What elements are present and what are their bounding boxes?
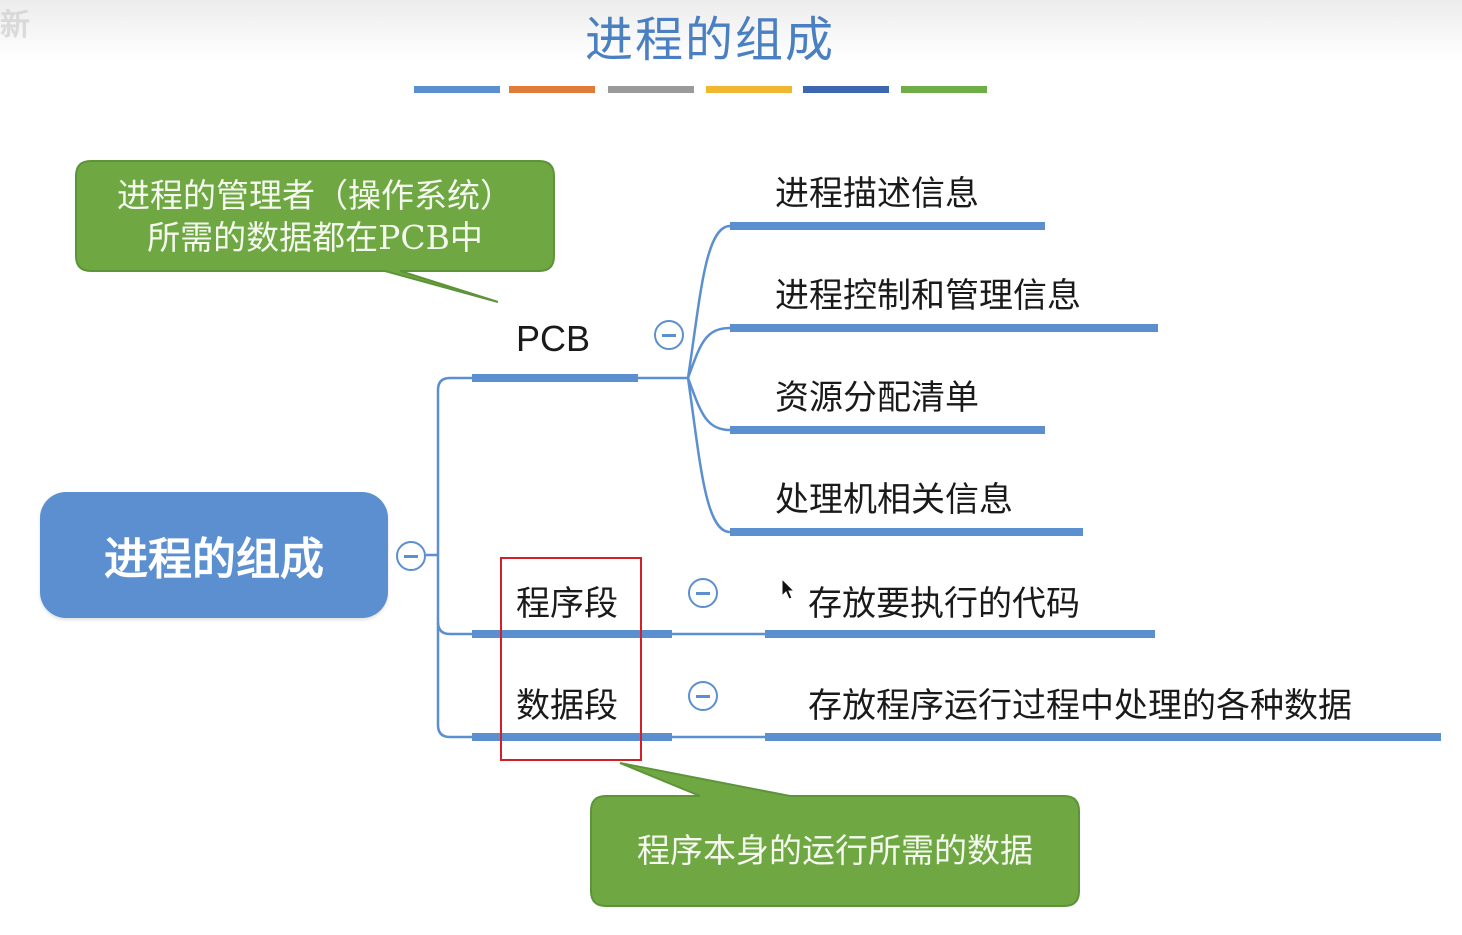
branch-lines xyxy=(426,224,766,739)
leaf-node[interactable]: 处理机相关信息 xyxy=(775,480,1013,520)
branch-node-data-segment[interactable]: 数据段 xyxy=(516,686,618,726)
pcb-collapse-icon[interactable] xyxy=(654,320,684,350)
mouse-pointer-icon xyxy=(781,578,796,600)
slide-title: 进程的组成 xyxy=(584,12,835,68)
pcb-child-link xyxy=(686,326,731,379)
leaf-node[interactable]: 资源分配清单 xyxy=(775,378,979,418)
pcb-callout-line1: 进程的管理者（操作系统） xyxy=(117,176,513,215)
pcb-callout-line2: 所需的数据都在PCB中 xyxy=(147,218,483,257)
leaf-node[interactable]: 进程描述信息 xyxy=(775,174,979,214)
logo-watermark: 新 xyxy=(0,8,30,43)
root-collapse-icon[interactable] xyxy=(396,541,426,571)
leaf-underline xyxy=(730,426,1045,434)
branch-node-code-segment[interactable]: 程序段 xyxy=(516,584,618,624)
pcb-child-link xyxy=(686,377,731,534)
node-underlines xyxy=(472,222,1441,741)
leaf-node[interactable]: 进程控制和管理信息 xyxy=(775,276,1081,316)
title-stripe xyxy=(706,86,792,93)
title-stripe xyxy=(414,86,500,93)
leaf-underline xyxy=(730,528,1083,536)
root-node[interactable]: 进程的组成 xyxy=(40,492,388,618)
title-stripe xyxy=(803,86,889,93)
code-segment-underline xyxy=(472,630,672,638)
data-callout-shape xyxy=(590,762,1080,907)
trunk-upper xyxy=(436,376,472,636)
code-segment-collapse-icon[interactable] xyxy=(688,578,718,608)
data-callout-text: 程序本身的运行所需的数据 xyxy=(637,831,1033,870)
trunk-lower xyxy=(436,622,472,739)
leaf-node[interactable]: 存放程序运行过程中处理的各种数据 xyxy=(808,686,1352,726)
pcb-callout-shape xyxy=(75,160,555,303)
data-segment-collapse-icon[interactable] xyxy=(688,681,718,711)
data-segment-underline xyxy=(472,733,672,741)
pcb-child-link xyxy=(686,224,731,379)
branch-node-pcb[interactable]: PCB xyxy=(516,318,591,359)
leaf-underline xyxy=(730,324,1158,332)
pcb-child-link xyxy=(686,377,731,432)
title-stripe xyxy=(509,86,595,93)
segment-highlight-box xyxy=(500,557,642,761)
title-stripe xyxy=(608,86,694,93)
leaf-node[interactable]: 存放要执行的代码 xyxy=(808,584,1080,624)
leaf-underline xyxy=(730,222,1045,230)
pcb-underline xyxy=(472,374,638,382)
leaf-underline xyxy=(765,733,1441,741)
leaf-underline xyxy=(765,630,1155,638)
title-stripe xyxy=(901,86,987,93)
